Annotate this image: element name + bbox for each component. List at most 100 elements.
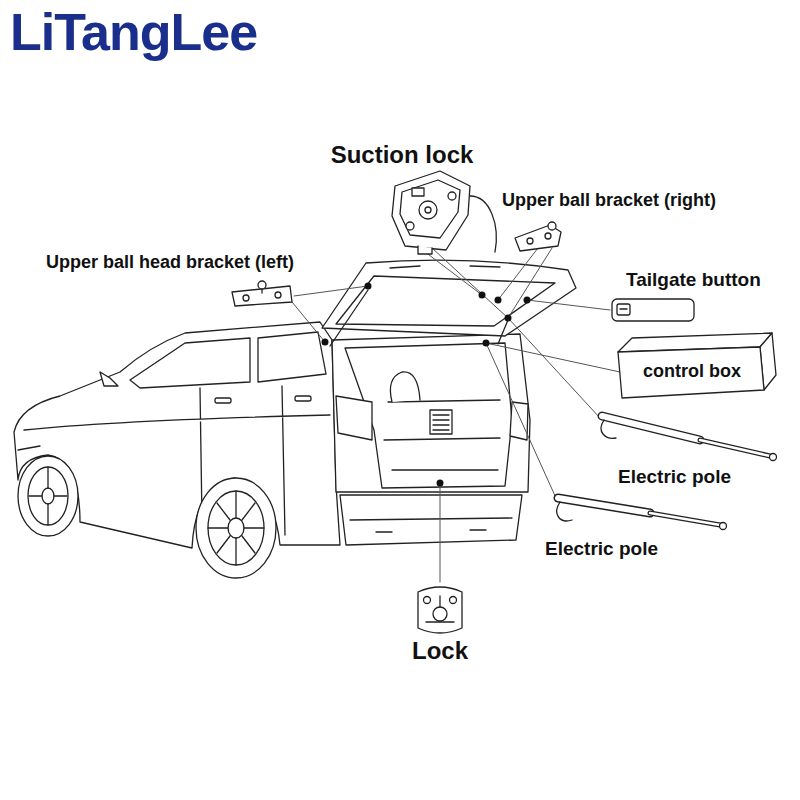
electric-pole-part-stroke xyxy=(720,523,727,530)
wheel-stroke xyxy=(29,467,67,525)
leader-line-stroke xyxy=(432,248,508,318)
ball-bracket-stroke xyxy=(243,295,249,301)
ball-bracket-stroke xyxy=(258,281,266,289)
tailgate-button-part-stroke xyxy=(617,304,630,315)
car-body xyxy=(14,322,340,548)
wheel-stroke xyxy=(208,491,264,565)
part-label: Upper ball bracket (right) xyxy=(502,190,716,211)
suction-lock-part-stroke xyxy=(419,201,437,219)
leader-line-stroke xyxy=(527,300,610,310)
rear-opening-stroke xyxy=(350,518,512,520)
car-body-stroke xyxy=(215,398,231,403)
part-label: Lock xyxy=(412,637,468,665)
leader-line xyxy=(292,242,620,582)
rear-opening-stroke xyxy=(433,415,449,430)
control-box-part-stroke xyxy=(618,347,764,398)
rear-opening-stroke xyxy=(430,410,452,434)
electric-pole-part xyxy=(557,416,777,530)
tailgate-button-part-stroke xyxy=(612,299,694,321)
car-body-stroke xyxy=(18,446,40,450)
electric-pole-part-stroke xyxy=(558,498,650,513)
car-body-stroke xyxy=(282,386,285,535)
suction-lock-part-stroke xyxy=(412,188,424,196)
leader-line-stroke xyxy=(292,302,325,342)
rear-opening-stroke xyxy=(340,495,522,545)
part-label: Tailgate button xyxy=(626,269,761,291)
leader-line-stroke xyxy=(412,242,482,295)
ball-bracket-stroke xyxy=(527,238,533,244)
leader-dot-stroke xyxy=(495,297,502,304)
part-label: control box xyxy=(643,361,741,382)
lock-part xyxy=(418,587,462,633)
electric-pole-part-stroke xyxy=(700,440,770,456)
suction-lock-part-stroke xyxy=(470,196,496,252)
tailgate-button-part-stroke xyxy=(620,308,627,309)
suction-lock-part xyxy=(392,171,496,254)
leader-dot-stroke xyxy=(505,315,512,322)
rear-opening-stroke xyxy=(332,334,530,492)
tailgate-stroke xyxy=(322,260,576,336)
rear-opening-stroke xyxy=(390,372,420,402)
leader-dot-stroke xyxy=(365,283,372,290)
electric-pole-part-stroke xyxy=(700,440,770,456)
suction-lock-part-stroke xyxy=(406,222,414,230)
leader-dot-stroke xyxy=(322,339,329,346)
leader-line-stroke xyxy=(508,318,600,418)
lock-part-stroke xyxy=(418,587,462,633)
wheel-stroke xyxy=(42,488,54,504)
car-body-stroke xyxy=(295,396,311,401)
leader-line-stroke xyxy=(486,343,556,498)
ball-bracket-stroke xyxy=(548,222,556,230)
leader-line-stroke xyxy=(508,248,552,318)
electric-pole-part-stroke xyxy=(650,513,720,525)
electric-pole-part-stroke xyxy=(557,502,572,521)
car-body-stroke xyxy=(200,388,202,520)
brand-logo: LiTangLee xyxy=(10,6,257,58)
electric-pole-part-stroke xyxy=(650,513,720,525)
leader-dot-stroke xyxy=(479,292,486,299)
rear-opening-stroke xyxy=(376,530,486,532)
lock-part-stroke xyxy=(424,597,431,604)
part-label: Upper ball head bracket (left) xyxy=(46,252,294,273)
leader-dot-stroke xyxy=(483,340,490,347)
tailgate-button-part xyxy=(612,299,694,321)
tailgate-stroke xyxy=(336,276,555,326)
tailgate-stroke xyxy=(330,290,368,346)
ball-bracket-stroke xyxy=(275,292,281,298)
part-label: Electric pole xyxy=(545,538,658,560)
leader-dot-stroke xyxy=(524,297,531,304)
part-label: Electric pole xyxy=(618,466,731,488)
leader-line-stroke xyxy=(498,248,538,300)
tailgate xyxy=(322,260,576,346)
car-body-stroke xyxy=(258,332,326,382)
suction-lock-part-stroke xyxy=(400,180,460,238)
lock-part-stroke xyxy=(426,621,454,622)
tailgate-stroke xyxy=(498,320,508,344)
electric-pole-part-stroke xyxy=(602,416,700,440)
leader-dot xyxy=(322,283,531,487)
leader-dot-stroke xyxy=(437,480,444,487)
wheel xyxy=(18,456,276,578)
car-body-stroke xyxy=(130,338,250,388)
wheel-stroke xyxy=(196,478,276,578)
electric-pole-part-stroke xyxy=(770,454,777,461)
lock-part-stroke xyxy=(439,596,440,607)
wheel-stroke xyxy=(208,491,264,565)
leader-line-stroke xyxy=(294,286,368,296)
wheel-stroke xyxy=(18,456,78,536)
lock-part-stroke xyxy=(450,597,457,604)
rear-opening-stroke xyxy=(384,438,500,440)
suction-lock-part-stroke xyxy=(392,171,470,250)
rear-opening-stroke xyxy=(510,402,528,440)
ball-bracket-stroke xyxy=(261,289,262,293)
lock-part-stroke xyxy=(433,607,447,621)
electric-pole-part-stroke xyxy=(601,420,616,438)
rear-opening xyxy=(332,334,530,545)
suction-lock-part-stroke xyxy=(448,192,456,200)
wheel-stroke xyxy=(228,518,244,538)
car-body-stroke xyxy=(14,322,340,548)
suction-lock-part-stroke xyxy=(425,207,431,213)
electric-pole-part-stroke xyxy=(602,416,700,440)
